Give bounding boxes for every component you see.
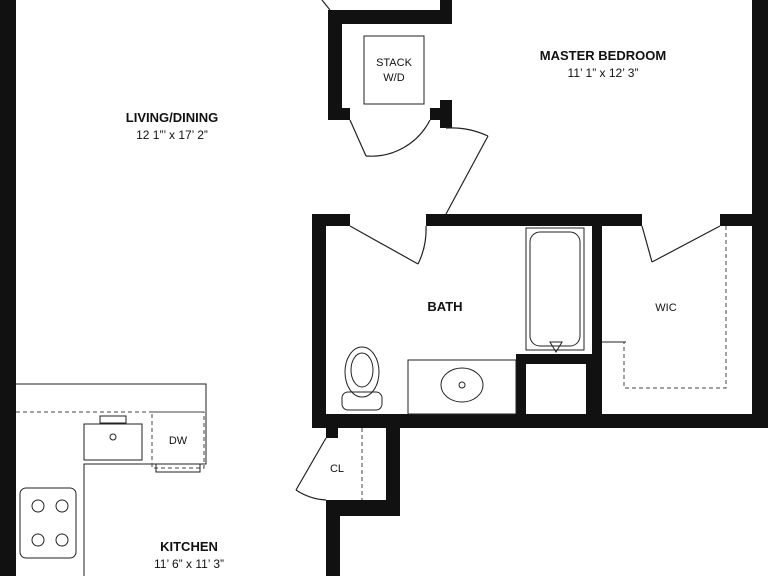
bath-wic-divider — [592, 222, 602, 420]
living-dining-name: LIVING/DINING — [126, 110, 218, 125]
stack-closet-left-wall — [328, 10, 342, 120]
burner-icon — [31, 499, 45, 513]
closet-bottom-wall — [326, 500, 400, 516]
wic-door-arc-left — [641, 225, 653, 263]
hall-lower-wall — [326, 500, 340, 576]
burner-icon — [31, 533, 45, 547]
fixtures — [16, 35, 727, 576]
kitchen-sink — [83, 423, 143, 461]
shaft-right-wall — [586, 354, 596, 420]
door-swing-stack-top — [321, 0, 331, 11]
shaft-left-wall — [516, 354, 526, 420]
kitchen-faucet — [99, 415, 127, 424]
wic-door-leaf — [651, 225, 721, 263]
right-exterior-wall — [752, 0, 768, 222]
left-exterior-wall — [0, 0, 16, 576]
bath-door-leaf — [349, 225, 419, 265]
kitchen-sink-drain — [109, 433, 117, 441]
dishwasher — [151, 411, 205, 469]
bedroom-door-leaf — [445, 135, 489, 215]
closet-door-leaf — [295, 437, 327, 491]
bath-sink — [440, 367, 484, 403]
burner-icon — [55, 499, 69, 513]
master-bedroom-dims: 11’ 1” x 12’ 3” — [568, 66, 639, 80]
living-dining-dims: 12 1”’ x 17’ 2” — [136, 128, 208, 142]
stack-label-line2: W/D — [383, 72, 404, 84]
bath-top-wall-middle — [426, 214, 642, 226]
bath-vanity — [407, 359, 517, 415]
room-labels: MASTER BEDROOM 11’ 1” x 12’ 3” LIVING/DI… — [126, 48, 677, 571]
stack-door-left-arc — [365, 119, 431, 157]
shaft-top-wall — [516, 354, 596, 364]
stack-closet-top-wall — [328, 10, 450, 24]
bath-left-wall — [312, 214, 326, 426]
bath-name: BATH — [427, 299, 462, 314]
stack-label-line1: STACK — [376, 57, 413, 69]
doors — [295, 0, 721, 501]
bedroom-door-arc — [445, 127, 489, 137]
bath-bottom-wall — [312, 414, 768, 428]
dishwasher-door — [155, 463, 201, 473]
stack-door-left-leaf — [349, 119, 367, 157]
kitchen-counter — [16, 383, 207, 576]
kitchen-dims: 11’ 6” x 11’ 3” — [154, 557, 224, 571]
wic-name: WIC — [655, 302, 676, 314]
wic-shelf — [623, 226, 727, 389]
toilet-bowl — [344, 346, 380, 398]
kitchen-name: KITCHEN — [160, 539, 218, 554]
bath-sink-drain — [458, 381, 466, 389]
wic-right-wall — [752, 214, 768, 428]
bath-door-arc — [417, 225, 427, 265]
stack-closet-right-wall-top — [440, 0, 452, 24]
bathtub-drain — [549, 341, 563, 353]
stack-closet-bottom-left — [328, 108, 350, 120]
closet-top-left — [326, 426, 338, 438]
closet-right-wall — [386, 426, 400, 516]
master-bedroom-name: MASTER BEDROOM — [540, 48, 666, 63]
bathtub — [525, 227, 585, 351]
dishwasher-label: DW — [169, 435, 188, 447]
stack-closet-bottom-right — [430, 108, 452, 120]
burner-icon — [55, 533, 69, 547]
toilet-seat — [350, 352, 374, 388]
toilet-tank — [341, 391, 383, 411]
kitchen-range — [19, 487, 77, 559]
stack-washer-dryer — [363, 35, 425, 105]
closet-name: CL — [330, 463, 344, 475]
closet-door-arc — [295, 489, 327, 501]
bathtub-basin — [529, 231, 581, 347]
